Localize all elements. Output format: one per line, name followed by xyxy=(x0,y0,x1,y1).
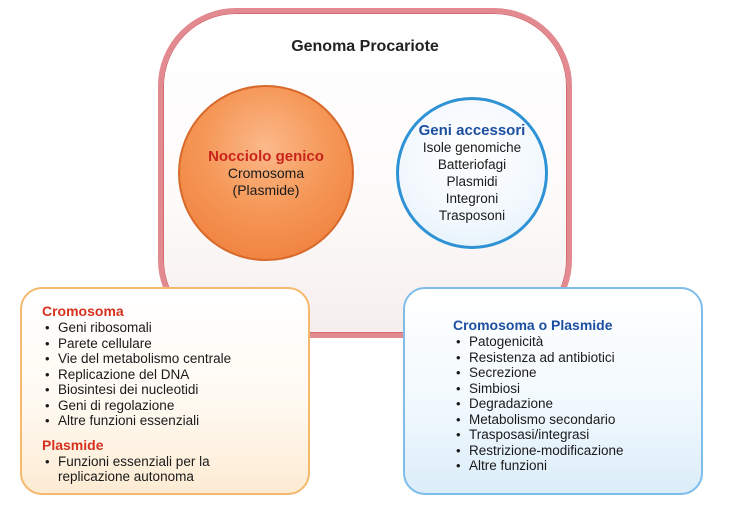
list-item: Funzioni essenziali per la xyxy=(42,454,308,470)
chromosome-or-plasmid-list: Patogenicità Resistenza ad antibiotici S… xyxy=(453,334,701,474)
list-item: Degradazione xyxy=(453,396,701,412)
list-item: Restrizione-modificazione xyxy=(453,443,701,459)
chromosome-panel: Cromosoma Geni ribosomali Parete cellula… xyxy=(20,287,310,495)
plasmid-list: Funzioni essenziali per la xyxy=(42,454,308,470)
plasmid-title: Plasmide xyxy=(42,436,104,453)
list-item: Replicazione del DNA xyxy=(42,367,308,383)
gene-core-circle: Nocciolo genico Cromosoma (Plasmide) xyxy=(178,85,354,261)
list-item: Parete cellulare xyxy=(42,336,308,352)
chromosome-or-plasmid-title: Cromosoma o Plasmide xyxy=(453,317,613,333)
list-item: Trasposasi/integrasi xyxy=(453,427,701,443)
chromosome-list: Geni ribosomali Parete cellulare Vie del… xyxy=(42,320,308,429)
accessory-genes-circle: Geni accessori Isole genomiche Batteriof… xyxy=(396,97,548,249)
accessory-item: Integroni xyxy=(445,191,499,206)
list-item: Biosintesi dei nucleotidi xyxy=(42,382,308,398)
accessory-item: Batteriofagi xyxy=(437,157,507,172)
gene-core-line: Cromosoma xyxy=(227,164,305,181)
genome-title: Genoma Procariote xyxy=(291,38,439,55)
list-item: Simbiosi xyxy=(453,381,701,397)
list-item: Patogenicità xyxy=(453,334,701,350)
list-item: Altre funzioni xyxy=(453,458,701,474)
list-item: Resistenza ad antibiotici xyxy=(453,350,701,366)
accessory-item: Plasmidi xyxy=(446,174,498,189)
list-item: Altre funzioni essenziali xyxy=(42,413,308,429)
list-item: Secrezione xyxy=(453,365,701,381)
gene-core-title: Nocciolo genico xyxy=(208,147,324,165)
list-item: Metabolismo secondario xyxy=(453,412,701,428)
list-item-continuation: replicazione autonoma xyxy=(58,469,194,484)
chromosome-or-plasmid-panel: Cromosoma o Plasmide Patogenicità Resist… xyxy=(403,287,703,495)
chromosome-title: Cromosoma xyxy=(42,303,124,319)
accessory-item: Isole genomiche xyxy=(422,140,522,155)
gene-core-line: (Plasmide) xyxy=(232,181,300,198)
list-item: Vie del metabolismo centrale xyxy=(42,351,308,367)
accessory-genes-title: Geni accessori xyxy=(418,122,526,139)
list-item: Geni ribosomali xyxy=(42,320,308,336)
list-item: Geni di regolazione xyxy=(42,398,308,414)
accessory-item: Trasposoni xyxy=(438,208,506,223)
